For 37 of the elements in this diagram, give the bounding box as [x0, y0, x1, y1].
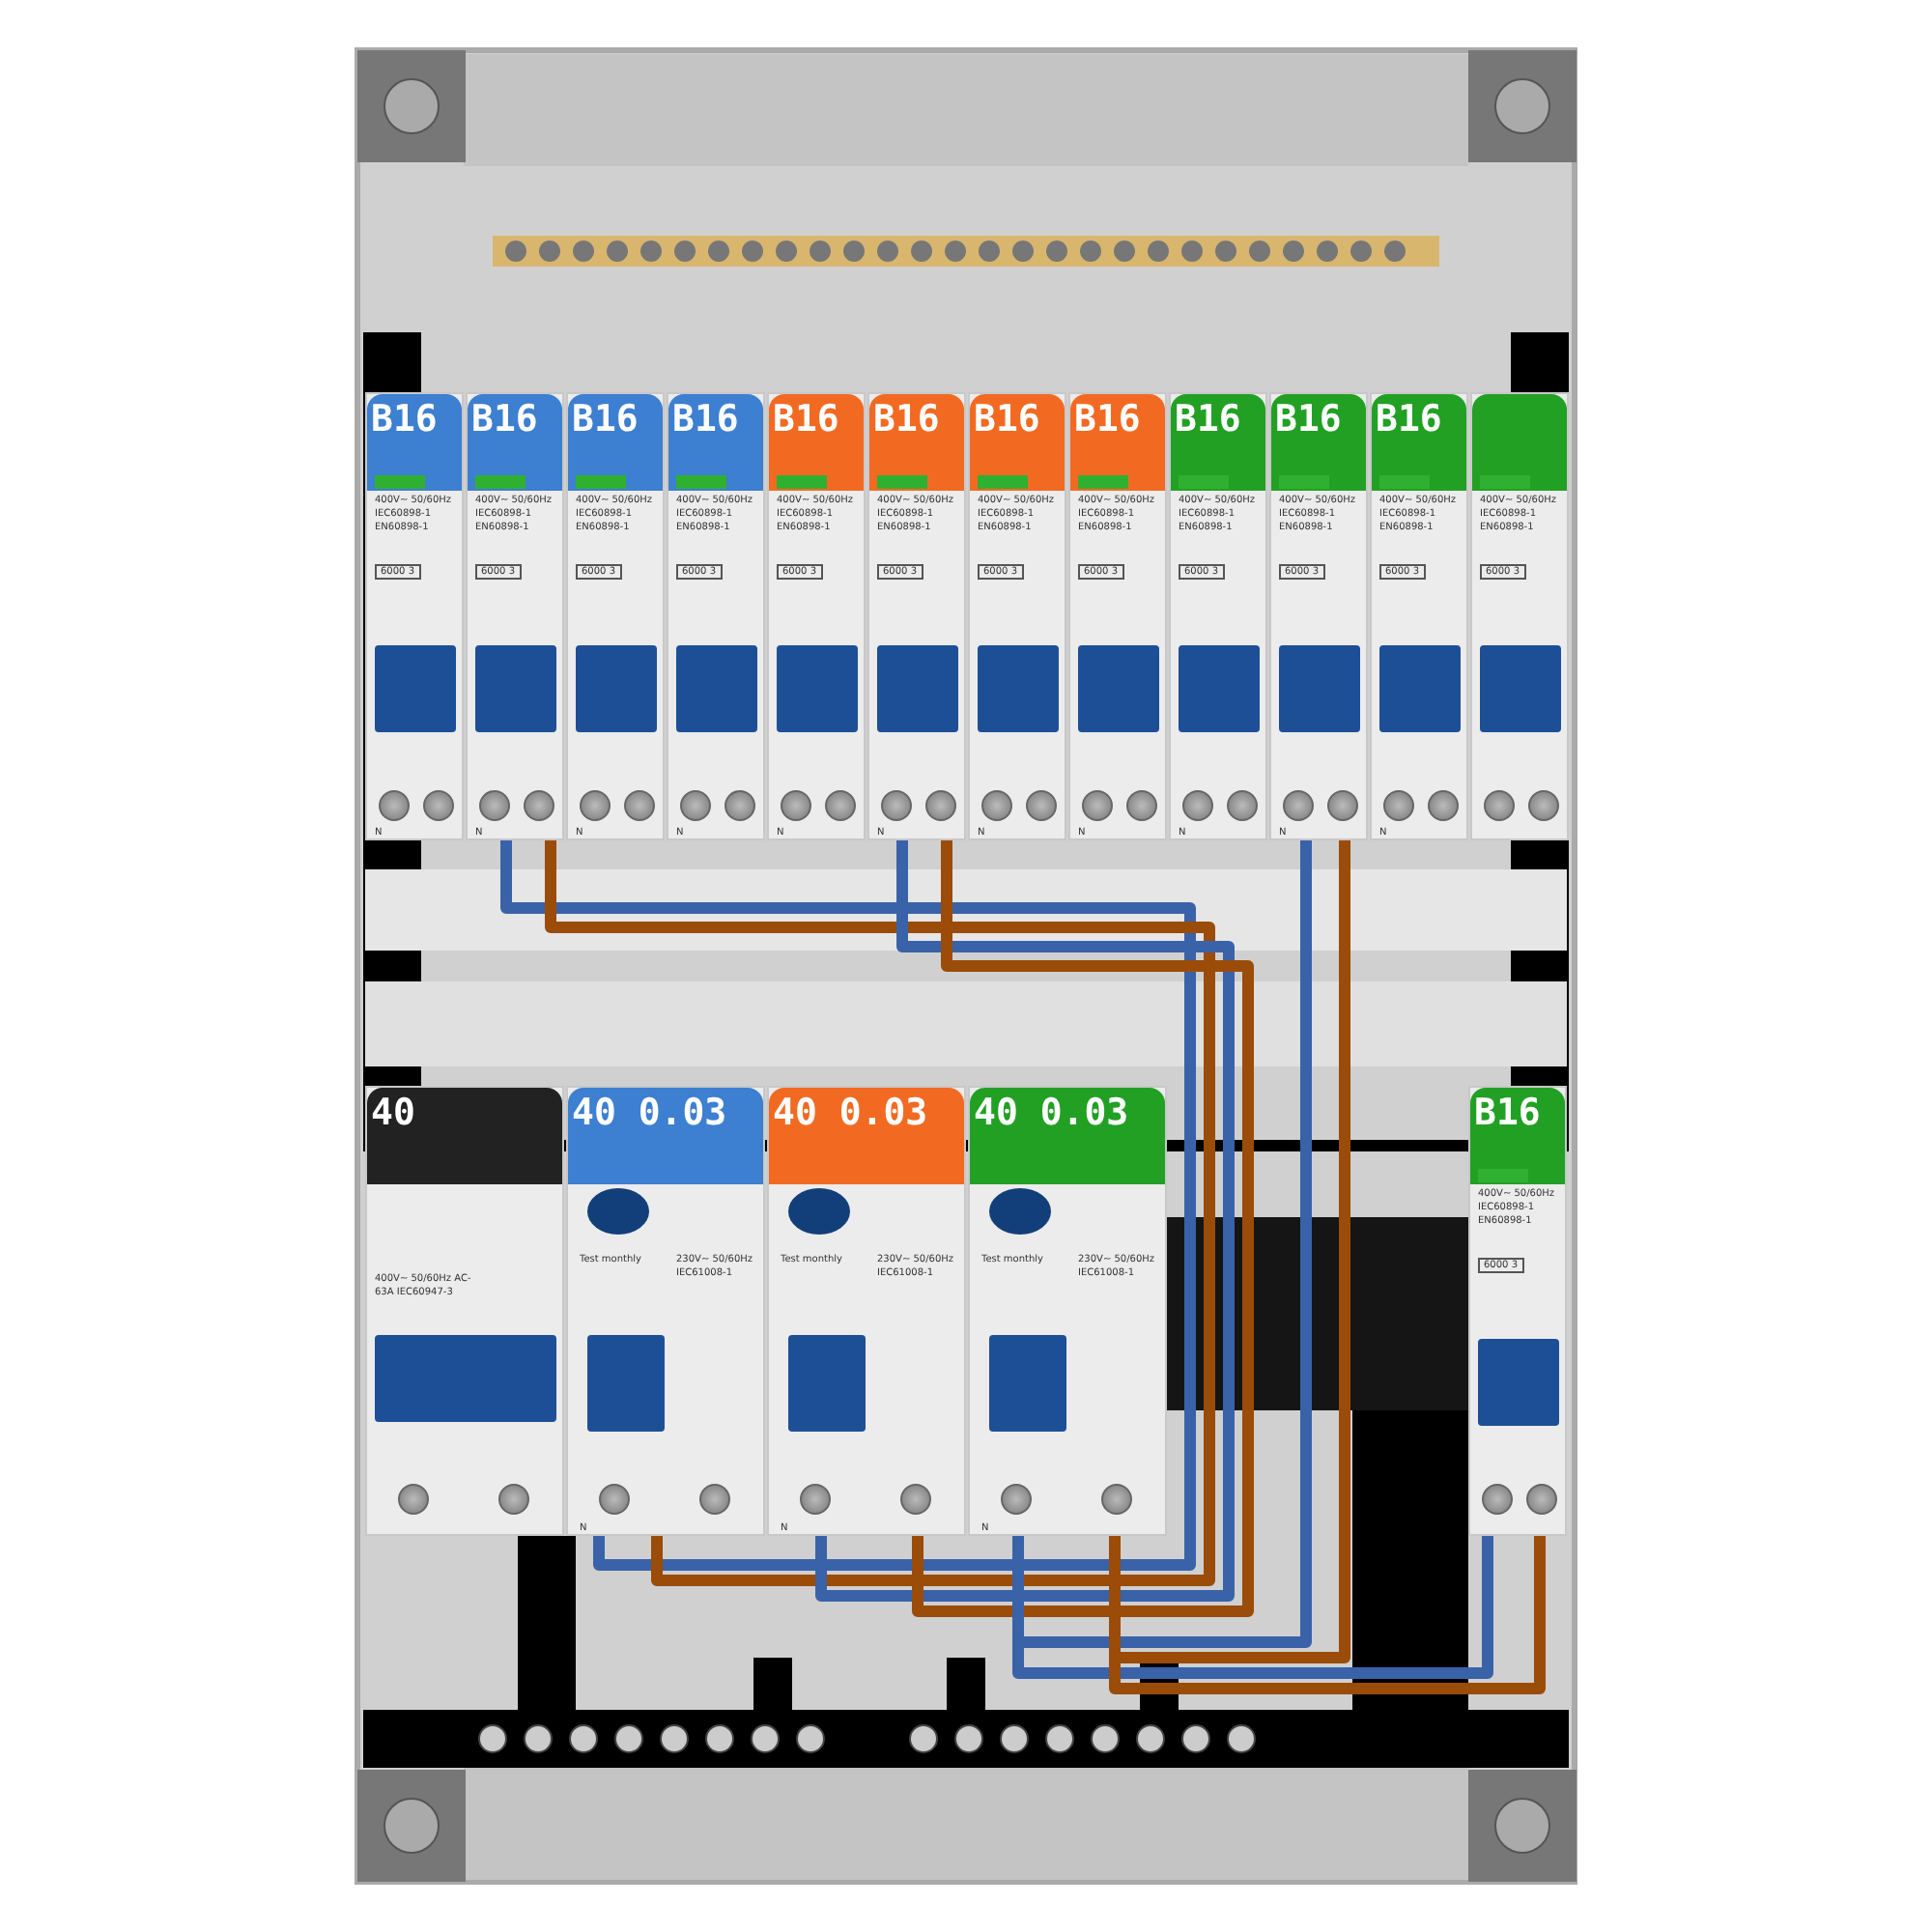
- circuit-breaker: [767, 392, 866, 840]
- rcd-breaker: [767, 1086, 966, 1536]
- circuit-breaker: [365, 392, 464, 840]
- main-switch: [365, 1086, 564, 1536]
- rating-label: 40 0.03: [970, 1088, 1165, 1184]
- wire: [912, 840, 1254, 1617]
- rating-label: B16: [1070, 394, 1165, 491]
- rating-label: B16: [769, 394, 864, 491]
- rating-label: B16: [1372, 394, 1466, 491]
- rating-label: 40 0.03: [568, 1088, 763, 1184]
- circuit-breaker: [1468, 1086, 1567, 1536]
- circuit-breaker: [1269, 392, 1368, 840]
- circuit-breaker: [968, 392, 1066, 840]
- circuit-breaker: [1068, 392, 1167, 840]
- rating-label: B16: [468, 394, 562, 491]
- rating-label: B16: [568, 394, 663, 491]
- wire: [1109, 1536, 1546, 1694]
- rating-label: B16: [1470, 1088, 1565, 1184]
- wire: [815, 840, 1235, 1602]
- circuit-breaker: [667, 392, 765, 840]
- circuit-breaker: [1470, 392, 1569, 840]
- rating-label: B16: [367, 394, 462, 491]
- circuit-breaker: [1169, 392, 1267, 840]
- rcd-breaker: [566, 1086, 765, 1536]
- circuit-breaker: [566, 392, 665, 840]
- rating-label: B16: [970, 394, 1065, 491]
- rating-label: B16: [869, 394, 964, 491]
- rating-label: 40 0.03: [769, 1088, 964, 1184]
- rcd-breaker: [968, 1086, 1167, 1536]
- rating-label: B16: [1171, 394, 1265, 491]
- rating-label: 40: [367, 1088, 562, 1184]
- circuit-breaker: [1370, 392, 1468, 840]
- circuit-breaker: [466, 392, 564, 840]
- circuit-breaker: [867, 392, 966, 840]
- rating-label: B16: [668, 394, 763, 491]
- wire: [1012, 1536, 1493, 1679]
- rating-label: B16: [1271, 394, 1366, 491]
